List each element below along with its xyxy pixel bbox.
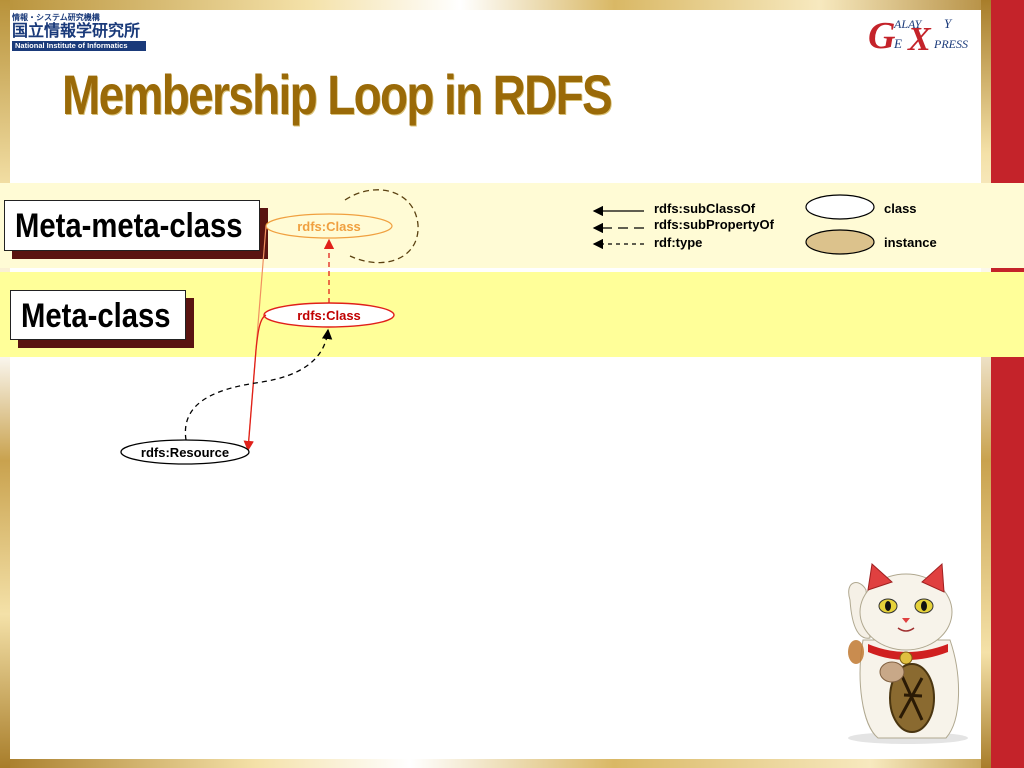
galaxy-logo-e: E bbox=[893, 36, 902, 51]
legend-type-label: rdf:type bbox=[654, 235, 702, 250]
meta-meta-class-label: Meta-meta-class bbox=[4, 200, 260, 251]
legend-subpropertyof-label: rdfs:subPropertyOf bbox=[654, 217, 775, 232]
class-node-label: rdfs:Class bbox=[297, 308, 361, 323]
slide-title: Membership Loop in RDFS bbox=[62, 63, 613, 126]
meta-class-text: Meta-class bbox=[21, 297, 171, 335]
legend-instance-label: instance bbox=[884, 235, 937, 250]
type-loop-edge bbox=[344, 189, 419, 264]
resource-node: rdfs:Resource bbox=[120, 439, 250, 465]
resource-type-edge bbox=[184, 328, 333, 441]
ghost-class-label: rdfs:Class bbox=[297, 219, 361, 234]
nii-logo-line3: National Institute of Informatics bbox=[12, 41, 146, 51]
nii-logo-line1: 情報・システム研究機構 bbox=[12, 13, 100, 22]
ghost-class-node: rdfs:Class bbox=[265, 213, 393, 239]
frame-right-gold-border bbox=[981, 0, 991, 768]
class-subclass-resource-edge bbox=[243, 314, 267, 452]
class-node: rdfs:Class bbox=[263, 302, 395, 328]
galaxy-logo-y: Y bbox=[944, 16, 953, 31]
legend-instance-shape bbox=[805, 229, 875, 255]
maneki-neko-icon bbox=[848, 562, 968, 744]
meta-class-label: Meta-class bbox=[10, 290, 186, 340]
galaxy-logo-press: PRESS bbox=[933, 37, 968, 51]
frame-top-border bbox=[0, 0, 1024, 10]
galaxy-logo-x: X bbox=[907, 21, 932, 54]
nii-logo-line2: 国立情報学研究所 bbox=[12, 23, 141, 40]
frame-bottom-border bbox=[0, 759, 1024, 768]
galaxy-logo-g: G bbox=[868, 15, 896, 54]
frame-left-border bbox=[0, 0, 10, 768]
legend-class-shape bbox=[805, 194, 875, 220]
legend-class-label: class bbox=[884, 201, 917, 216]
legend: rdfs:subClassOf rdfs:subPropertyOf rdf:t… bbox=[592, 194, 937, 255]
resource-node-label: rdfs:Resource bbox=[141, 445, 229, 460]
galaxy-logo-alay: ALAY bbox=[893, 17, 923, 31]
meta-meta-class-text: Meta-meta-class bbox=[15, 207, 243, 245]
legend-subclassof-label: rdfs:subClassOf bbox=[654, 201, 756, 216]
nii-logo: 情報・システム研究機構 国立情報学研究所 National Institute … bbox=[12, 13, 146, 51]
galaxy-express-logo: G ALAY Y E X PRESS bbox=[868, 15, 968, 54]
